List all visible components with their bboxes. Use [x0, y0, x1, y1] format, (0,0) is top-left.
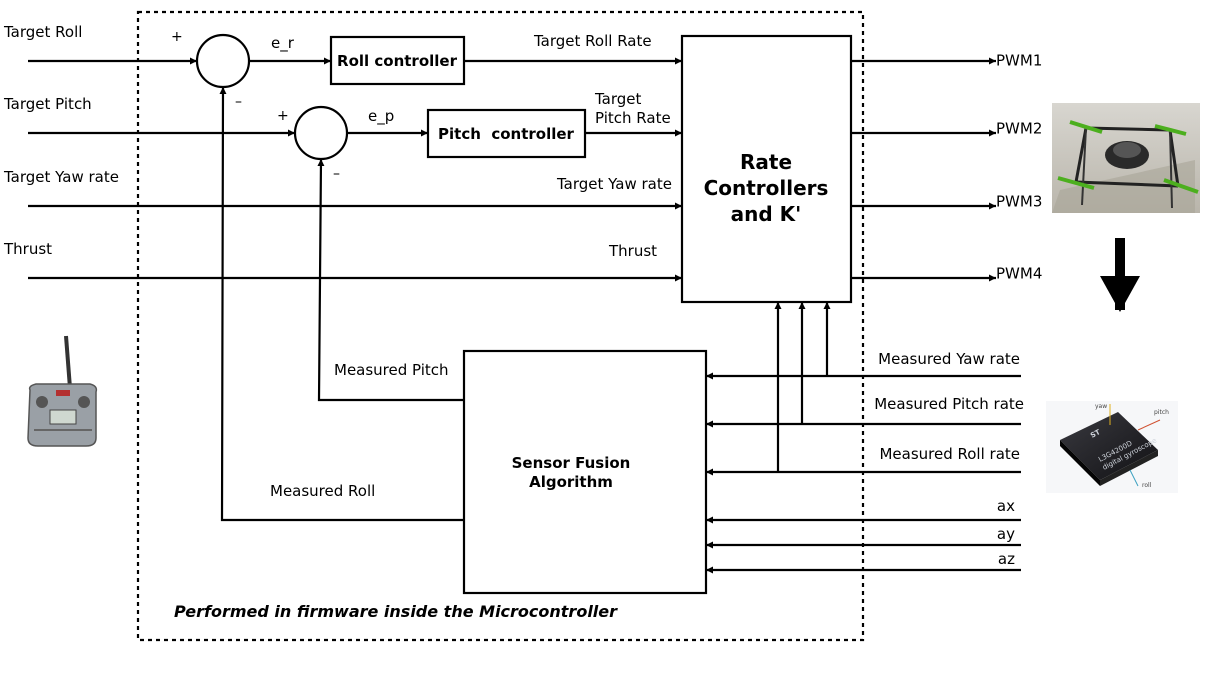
label-thrust-inner: Thrust — [608, 242, 657, 260]
label-pwm1: PWM1 — [996, 52, 1042, 70]
firmware-caption: Performed in firmware inside the Microco… — [174, 602, 618, 621]
label-target-pitch-rate-1: Target — [594, 90, 642, 108]
label-target-yaw-rate-inner: Target Yaw rate — [556, 175, 672, 193]
chip-axis-pitch: pitch — [1154, 409, 1169, 416]
pitch-minus-sign: – — [333, 166, 340, 182]
gyroscope-chip-image: ST L3G4200D digital gyroscope yaw pitch … — [1046, 401, 1178, 493]
rate-controllers-label-3: and K' — [731, 202, 802, 226]
pitch-plus-sign: + — [277, 108, 289, 124]
label-e-r: e_r — [271, 34, 295, 53]
label-measured-pitch-rate: Measured Pitch rate — [874, 395, 1024, 413]
roll-minus-sign: – — [235, 94, 242, 110]
sensor-fusion-block — [464, 351, 706, 593]
label-measured-pitch: Measured Pitch — [334, 361, 449, 379]
label-pwm4: PWM4 — [996, 265, 1042, 283]
pitch-summing-junction — [295, 107, 347, 159]
rate-controllers-label-2: Controllers — [704, 176, 829, 200]
chip-axis-yaw: yaw — [1095, 403, 1107, 410]
roll-plus-sign: + — [171, 29, 183, 45]
process-arrowhead — [1100, 276, 1140, 312]
roll-summing-junction — [197, 35, 249, 87]
sensor-fusion-label-1: Sensor Fusion — [512, 454, 631, 472]
pitch-controller-label: Pitch controller — [438, 125, 575, 143]
label-pwm2: PWM2 — [996, 120, 1042, 138]
label-measured-roll-rate: Measured Roll rate — [879, 445, 1020, 463]
label-measured-yaw-rate: Measured Yaw rate — [878, 350, 1020, 368]
rc-transmitter-image — [28, 336, 96, 446]
chip-axis-roll: roll — [1142, 482, 1152, 489]
label-az: az — [998, 550, 1015, 568]
label-pwm3: PWM3 — [996, 193, 1042, 211]
label-ay: ay — [997, 525, 1015, 543]
quadcopter-image — [1052, 103, 1200, 213]
roll-controller-label: Roll controller — [337, 52, 458, 70]
label-e-p: e_p — [368, 107, 394, 126]
label-thrust: Thrust — [3, 240, 52, 258]
label-ax: ax — [997, 497, 1015, 515]
label-target-yaw-rate: Target Yaw rate — [3, 168, 119, 186]
sensor-fusion-label-2: Algorithm — [529, 473, 613, 491]
label-target-roll: Target Roll — [3, 23, 82, 41]
label-target-roll-rate: Target Roll Rate — [533, 32, 652, 50]
label-target-pitch-rate-2: Pitch Rate — [595, 109, 671, 127]
rate-controllers-label-1: Rate — [740, 150, 792, 174]
label-target-pitch: Target Pitch — [3, 95, 92, 113]
label-measured-roll: Measured Roll — [270, 482, 375, 500]
